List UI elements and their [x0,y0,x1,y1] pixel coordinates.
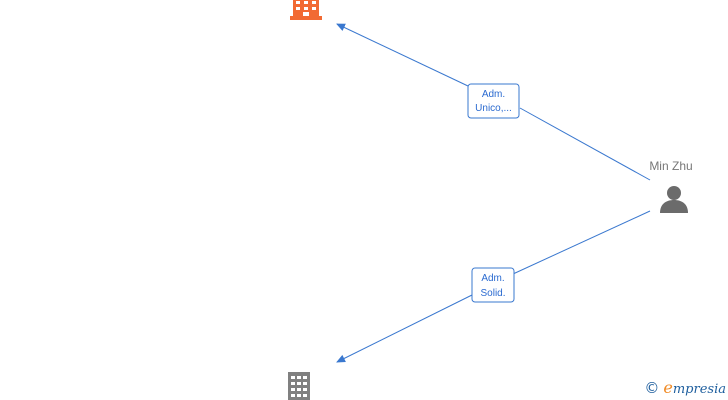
person-name: Min Zhu [649,159,692,173]
company-node-top[interactable] [290,0,322,20]
brand-logo-rest: mpresia [672,382,726,397]
person-node[interactable]: Min Zhu [649,159,693,213]
edge-arrow-line [336,23,469,87]
edge-arrow-line [336,294,473,363]
copyright-icon: © [644,378,660,397]
edge-label[interactable]: Adm. Unico,... [467,83,520,119]
edge-line [512,210,651,275]
person-icon [660,186,688,213]
building-icon [288,372,310,400]
brand-logo: empresia [663,378,726,397]
brand-logo-first-letter: e [663,378,673,397]
watermark: © empresia [644,378,726,398]
edge-label-line-2: Solid. [480,288,505,299]
edge-label-line-1: Adm. [482,89,505,100]
edge-person-to-company-top: Adm. Unico,... [336,23,651,181]
edge-label[interactable]: Adm. Solid. [471,267,515,303]
building-icon [290,0,322,20]
company-node-bottom[interactable] [288,372,310,400]
edge-label-line-2: Unico,... [475,103,512,114]
edge-person-to-company-bottom: Adm. Solid. [336,210,651,363]
edge-line [519,107,651,181]
edge-label-line-1: Adm. [481,273,504,284]
